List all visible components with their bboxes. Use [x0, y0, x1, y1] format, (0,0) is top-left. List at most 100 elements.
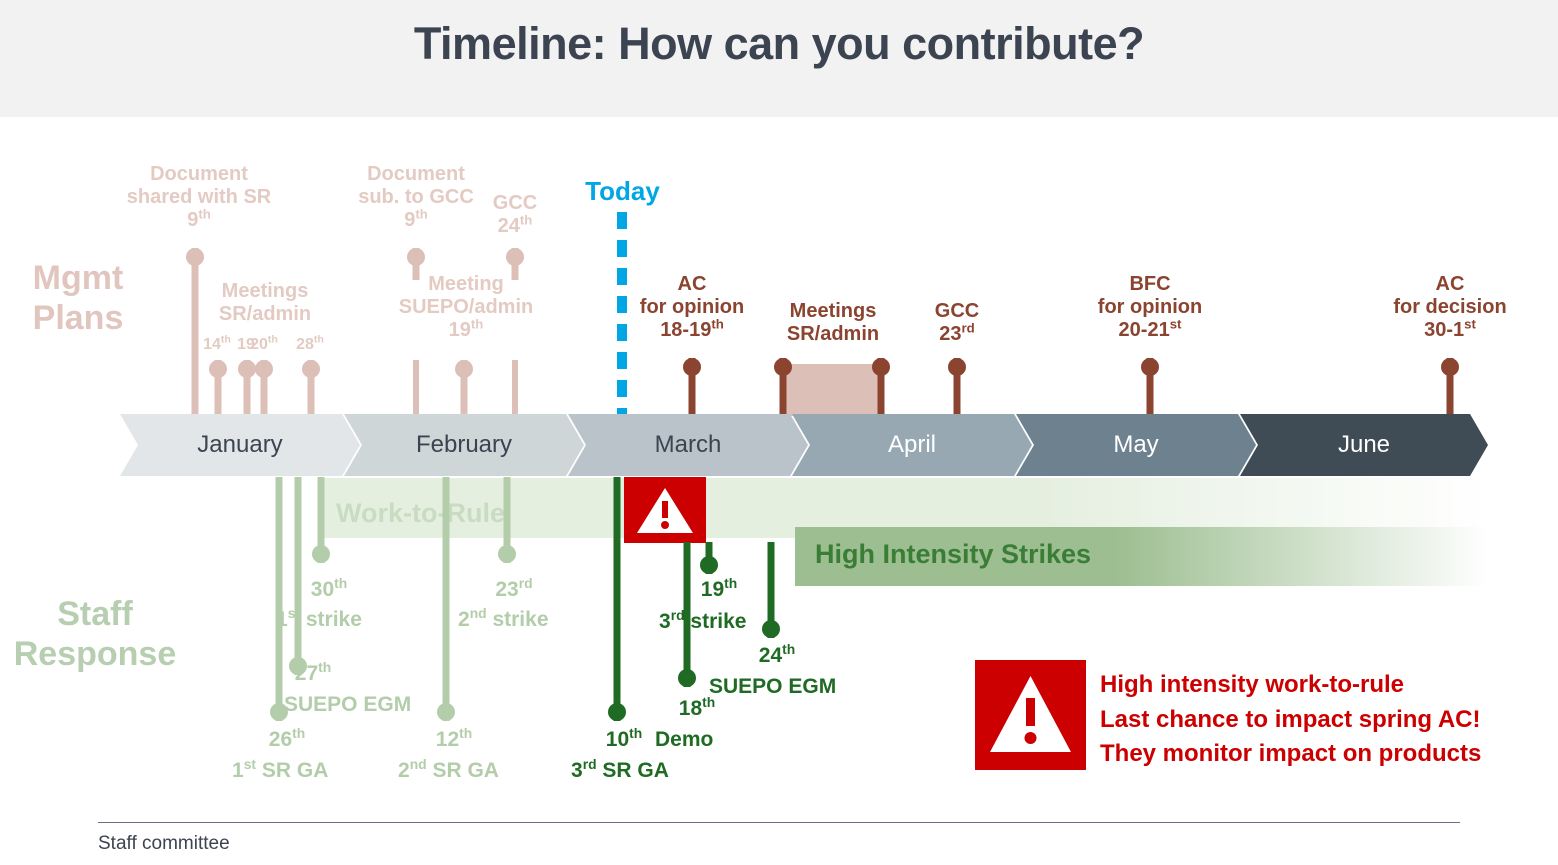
pin-jan-27-suepo-egm — [289, 477, 307, 675]
caption-line2: sub. to GCC — [358, 186, 474, 209]
today-dashed-line — [617, 212, 627, 415]
pin-stem-feb-24-lower — [512, 360, 518, 415]
pin-head — [186, 248, 204, 266]
pin-jan-30-first-strike — [312, 477, 330, 563]
pin-stem — [503, 477, 511, 563]
mgmt-label-line1: Mgmt — [32, 259, 124, 297]
row-label-mgmt-plans: Mgmt Plans — [8, 258, 148, 338]
caption-jan-date-28: 28th — [296, 333, 324, 353]
caption-jan-document-shared: Document shared with SR 9th — [104, 163, 294, 233]
pin-stem — [877, 358, 885, 415]
pin-head — [437, 703, 455, 721]
staff-label-line1: Staff — [57, 595, 133, 633]
caption-jan-suepo-egm: SUEPO EGM — [284, 693, 412, 716]
caption-date: 18-19th — [660, 316, 724, 342]
header-band: Timeline: How can you contribute? — [0, 0, 1558, 117]
pin-head — [238, 360, 256, 378]
pin-mar-ac-18-19 — [683, 358, 701, 415]
timeline-warning-box — [624, 477, 706, 543]
pin-mar-19-third-strike — [700, 542, 718, 574]
caption-line1: Meeting — [428, 273, 504, 295]
pin-jan-19 — [238, 360, 256, 415]
caption-feb-12: 12th — [435, 725, 473, 751]
pin-stem — [613, 477, 621, 721]
month-chevron-april[interactable]: April — [792, 414, 1032, 476]
caption-jan-date-14: 14th — [203, 333, 231, 353]
caption-jan-30: 30th — [310, 575, 348, 601]
pin-stem — [1446, 358, 1454, 415]
pin-stem — [191, 248, 199, 415]
month-chevron-june[interactable]: June — [1240, 414, 1488, 476]
pin-feb-24 — [506, 248, 524, 280]
caption-line2: for opinion — [1097, 296, 1203, 319]
month-label: February — [415, 431, 513, 458]
legend-line-1: High intensity work-to-rule — [1100, 671, 1405, 698]
caption-apr-gcc: GCC 23rd — [913, 300, 1001, 346]
caption-line2: for opinion — [639, 296, 745, 319]
pin-mar-18-demo — [678, 542, 696, 687]
caption-line2: shared with SR — [126, 186, 272, 209]
pin-jan-14 — [209, 360, 227, 415]
pin-stem — [460, 360, 468, 415]
pin-stem — [214, 360, 222, 415]
caption-feb-second-sr-ga: 2nd SR GA — [398, 756, 499, 782]
caption-mar-10: 10th — [605, 725, 643, 751]
month-label: June — [1337, 431, 1391, 458]
caption-date: 24th — [497, 212, 533, 238]
month-chevron-january[interactable]: January — [120, 414, 360, 476]
today-label: Today — [585, 176, 660, 206]
caption-date: 9th — [404, 206, 428, 232]
caption-jan-date-20: 20th — [250, 333, 278, 353]
pin-head — [498, 545, 516, 563]
caption-line1: Meetings — [221, 280, 309, 302]
caption-jan-date-19: 19 — [237, 336, 255, 353]
pin-head — [608, 703, 626, 721]
pin-head — [312, 545, 330, 563]
pin-head — [762, 620, 780, 638]
caption-feb-gcc: GCC 24th — [477, 192, 553, 238]
pin-head — [948, 358, 966, 376]
pin-head — [455, 360, 473, 378]
high-intensity-strikes-band — [795, 527, 1488, 586]
caption-apr-meetings-sr-admin: Meetings SR/admin — [760, 300, 906, 346]
pin-head — [872, 358, 890, 376]
pin-stem — [953, 358, 961, 415]
pin-stem — [275, 477, 283, 721]
caption-feb-document-gcc: Document sub. to GCC 9th — [330, 163, 502, 233]
pin-head — [209, 360, 227, 378]
month-chevron-may[interactable]: May — [1016, 414, 1256, 476]
month-chevron-february[interactable]: February — [344, 414, 584, 476]
row-label-staff-response: Staff Response — [0, 594, 195, 674]
pin-stem — [683, 542, 691, 687]
pin-stem — [442, 477, 450, 721]
footer-label: Staff committee — [98, 833, 230, 854]
pin-stem — [317, 477, 325, 563]
caption-line2: SR/admin — [786, 323, 880, 346]
work-to-rule-label: Work-to-Rule — [336, 498, 505, 528]
caption-line1: GCC — [934, 300, 980, 322]
caption-jan-meetings-sr-admin: Meetings SR/admin — [190, 280, 340, 326]
pin-stem — [307, 360, 315, 415]
pin-head — [255, 360, 273, 378]
caption-date: 20-21st — [1118, 316, 1182, 342]
caption-feb-second-strike: 2nd strike — [458, 605, 549, 631]
pin-stem — [779, 358, 787, 415]
caption-line1: Document — [150, 163, 248, 185]
caption-date: 9th — [187, 206, 211, 232]
caption-line1: Meetings — [789, 300, 877, 322]
caption-mar-19: 19th — [700, 575, 738, 601]
month-chevron-march[interactable]: March — [568, 414, 808, 476]
pin-head — [289, 657, 307, 675]
pin-head — [407, 248, 425, 266]
caption-jan-first-sr-ga: 1st SR GA — [232, 756, 329, 782]
pin-stem — [260, 360, 268, 415]
pin-stem — [1146, 358, 1154, 415]
pin-head — [683, 358, 701, 376]
caption-line2: SUEPO/admin — [398, 296, 534, 319]
pin-jun-ac — [1441, 358, 1459, 415]
pin-mar-24-suepo-egm — [762, 542, 780, 638]
pin-mar-10-sr-ga — [608, 477, 626, 721]
caption-date: 19th — [448, 316, 484, 342]
month-chevron-bar: January February March April May June — [120, 414, 1488, 476]
